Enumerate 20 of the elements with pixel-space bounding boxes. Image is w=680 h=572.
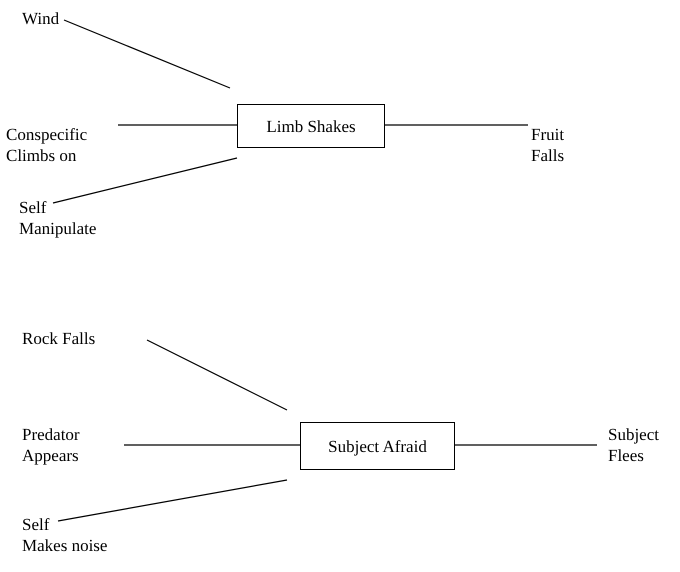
connector-line [455, 444, 597, 446]
connector-line [118, 124, 237, 126]
cause-effect-label: Subject Flees [608, 424, 659, 466]
cause-effect-label: Predator Appears [22, 424, 80, 466]
cause-effect-label: Self Manipulate [19, 197, 96, 239]
connector-line [52, 157, 238, 204]
event-label: Subject Afraid [328, 436, 427, 456]
connector-line [146, 339, 288, 411]
connector-line [385, 124, 528, 126]
event-box [300, 422, 455, 470]
cause-effect-label: Wind [22, 8, 60, 29]
cause-effect-label: Self Makes noise [22, 514, 108, 556]
connector-line [124, 444, 300, 446]
connector-line [64, 19, 230, 89]
cause-effect-label: Rock Falls [22, 328, 96, 349]
connector-line [58, 479, 288, 522]
event-box [237, 104, 385, 148]
cause-effect-label: Conspecific Climbs on [6, 124, 88, 166]
event-label: Limb Shakes [266, 116, 356, 136]
cause-effect-label: Fruit Falls [531, 124, 564, 166]
